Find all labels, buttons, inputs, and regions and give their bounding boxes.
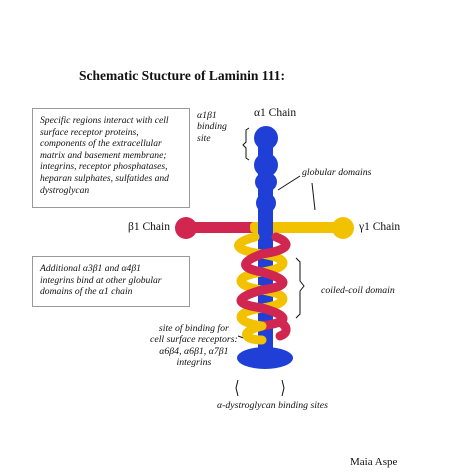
beta-coil <box>257 303 288 331</box>
note-line: Specific regions interact with cell <box>40 115 169 126</box>
dystroglycan-bracket-left <box>235 379 239 397</box>
label-line: integrins <box>176 357 212 369</box>
diagram-title: Schematic Stucture of Laminin 111: <box>79 68 286 83</box>
note-line: heparan sulphates, sulfatides and <box>40 172 169 184</box>
beta-coil-end <box>275 317 291 341</box>
label-line: α1β1 <box>197 110 217 121</box>
alpha-lg-domain <box>237 347 293 369</box>
author-signature: Maia Aspe <box>350 456 398 468</box>
gamma-globular-end <box>332 217 354 239</box>
coiled-coil <box>234 232 291 345</box>
alpha-globule <box>254 153 278 177</box>
globular-leader-1 <box>277 175 301 191</box>
label-line: site <box>197 132 211 144</box>
coiled-coil-label: coiled-coil domain <box>321 285 395 296</box>
dystroglycan-bracket-right <box>281 379 285 397</box>
beta-coil <box>241 249 267 277</box>
beta-chain-label: β1 Chain <box>128 221 170 233</box>
note-line: surface receptor proteins, <box>40 126 139 138</box>
gamma-chain <box>250 217 354 239</box>
alpha-globule <box>256 193 276 213</box>
beta-coil <box>257 267 288 295</box>
note-line: domains of the α1 chain <box>40 286 133 298</box>
coiled-coil-bracket <box>295 257 305 319</box>
beta-coil <box>236 285 267 313</box>
globular-leader-2 <box>311 182 316 211</box>
globular-domains-label: globular domains <box>302 167 372 178</box>
note-line: integrins bind at other globular <box>40 274 162 286</box>
gamma-chain-label: γ1 Chain <box>359 221 401 233</box>
alpha-chain-label: α1 Chain <box>254 107 297 119</box>
beta-chain <box>175 217 266 239</box>
beta-arm <box>186 222 266 233</box>
receptor-interaction-note: Specific regions interact with cell surf… <box>32 108 190 208</box>
dystroglycan-label: α-dystroglycan binding sites <box>217 400 328 411</box>
beta-globular-end <box>175 217 197 239</box>
note-line: integrins, receptor phosphatases, <box>40 161 168 173</box>
label-line: α6β4, α6β1, α7β1 <box>159 345 229 357</box>
alpha-globule <box>255 172 277 192</box>
beta-coil <box>257 232 291 259</box>
note-line: dystroglycan <box>40 184 90 196</box>
label-line: binding <box>197 121 227 133</box>
note-line: Additional α3β1 and α4β1 <box>40 263 141 274</box>
note-line: components of the extracellular <box>40 138 162 150</box>
label-line: cell surface receptors: <box>150 334 238 346</box>
alpha-globule <box>254 126 278 150</box>
label-line: site of binding for <box>158 323 229 334</box>
receptor-binding-label: site of binding for cell surface recepto… <box>150 323 238 369</box>
integrin-binding-note: Additional α3β1 and α4β1 integrins bind … <box>32 256 190 307</box>
note-line: matrix and basement membrane; <box>40 149 167 161</box>
gamma-coil-end <box>242 321 267 345</box>
alpha1beta1-binding-label: α1β1 binding site <box>197 110 227 144</box>
gamma-arm <box>250 222 344 233</box>
binding-site-bracket <box>242 127 250 161</box>
